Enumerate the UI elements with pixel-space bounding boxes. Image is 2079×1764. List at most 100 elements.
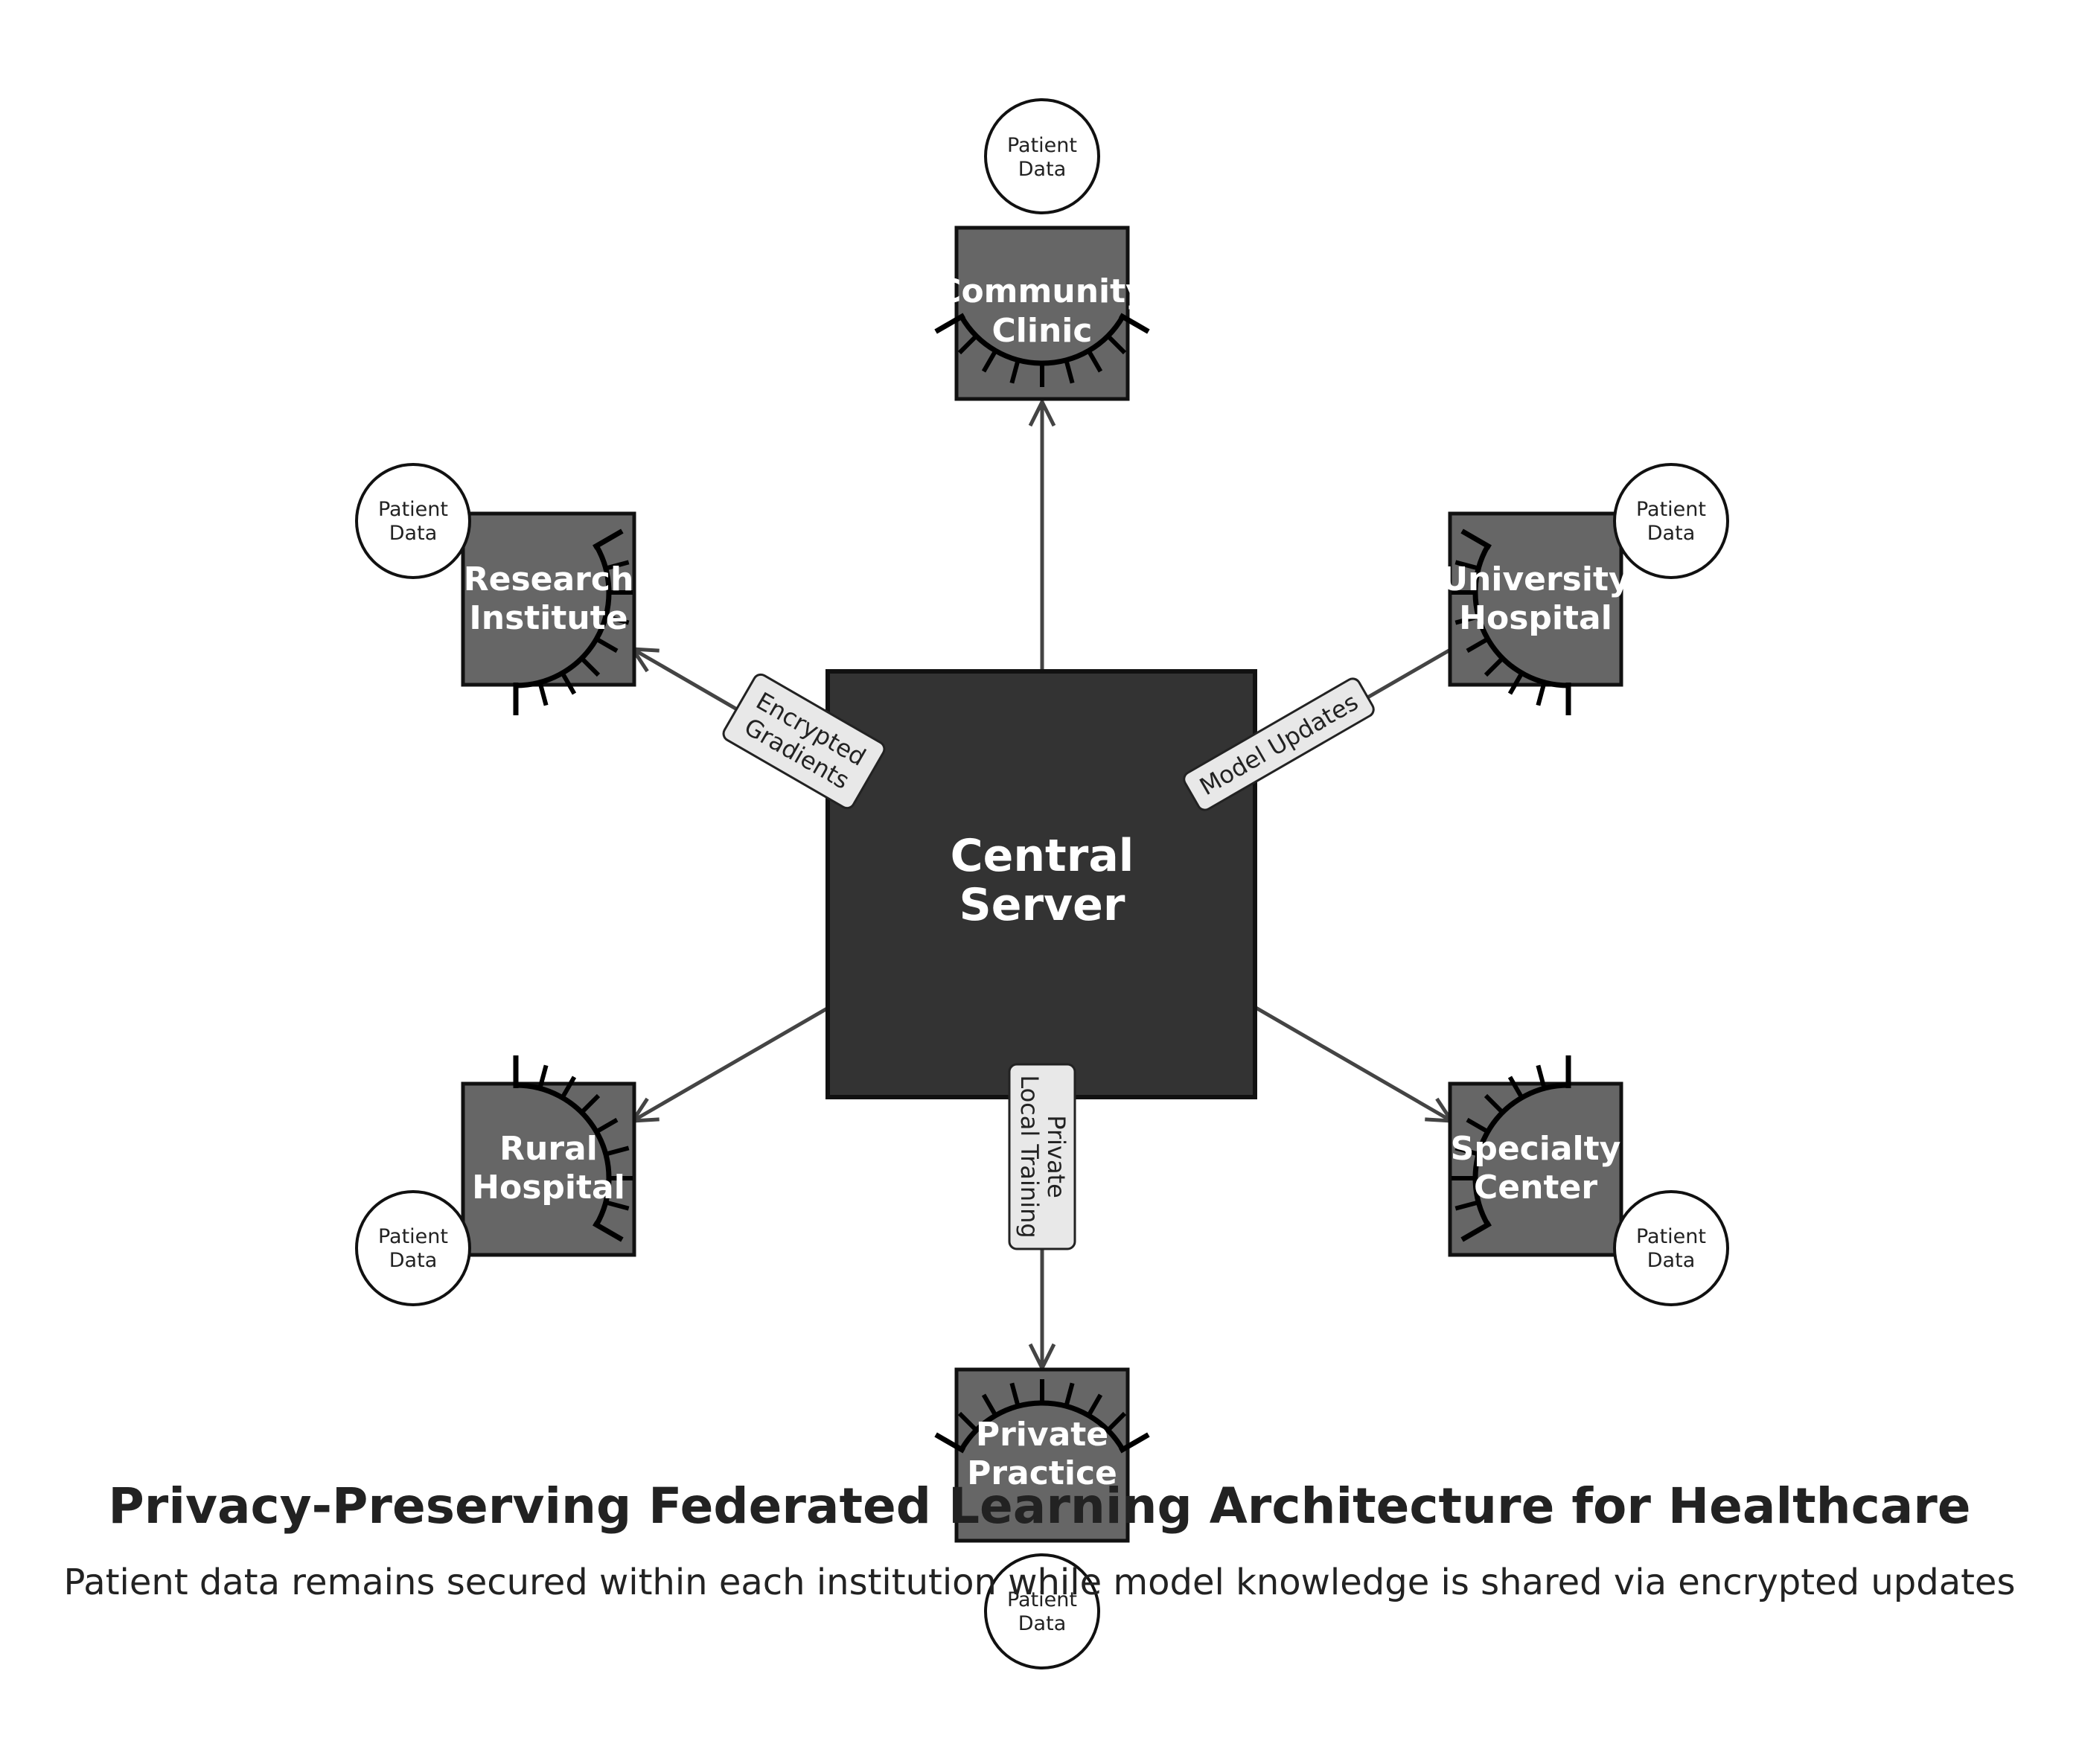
shield-cap (1460, 1221, 1492, 1242)
specialty-center-label-line2: Center (1474, 1169, 1597, 1207)
shield-tick (1064, 359, 1075, 384)
shield-tick (1086, 349, 1103, 373)
research-institute-patient-data (355, 463, 471, 579)
shield-tick (1454, 560, 1480, 571)
shield-tick (957, 1411, 978, 1432)
shield-tick (580, 656, 601, 677)
shield-cap (934, 313, 965, 334)
community-clinic-patient-data-line1: Patient (1007, 134, 1077, 157)
node-rural-hospital: Rural Hospital Patient Data (355, 1055, 636, 1306)
specialty-center-patient-data-line1: Patient (1636, 1225, 1706, 1248)
shield-tick (1106, 1411, 1127, 1432)
rural-hospital-label-line2: Hospital (472, 1169, 625, 1207)
shield-tick (1507, 1076, 1524, 1099)
shield-cap (1460, 528, 1492, 550)
shield-tick (580, 1093, 601, 1114)
shield-tick (1484, 1093, 1504, 1114)
private-local-training-line1: Private (1042, 1115, 1070, 1198)
shield-tick (1466, 1117, 1489, 1134)
node-research-institute: Research Institute Patient Data (355, 463, 636, 715)
specialty-center-patient-data (1613, 1190, 1729, 1306)
shield-tick (560, 671, 577, 695)
model-updates-box (1183, 677, 1375, 811)
rural-hospital-label-line1: Rural (499, 1130, 598, 1168)
shield-tick (957, 334, 978, 355)
shield-tick (1466, 636, 1489, 653)
shield-tick (604, 1200, 630, 1211)
shield-arc-icon (1452, 1055, 1571, 1242)
shield-cap (593, 528, 624, 550)
institution-nodes: Community Clinic Patient Data University… (355, 98, 1729, 1669)
research-institute-label-line2: Institute (469, 599, 627, 637)
shield-tick (1086, 1393, 1103, 1417)
shield-cap (1119, 1432, 1150, 1454)
shield-arc-icon (513, 1055, 633, 1242)
rural-hospital-patient-data-line1: Patient (378, 1225, 448, 1248)
diagram-subtitle: Patient data remains secured within each… (63, 1562, 2016, 1603)
shield-arc (515, 544, 612, 688)
specialty-center-label-line1: Specialty (1451, 1130, 1621, 1168)
shield-tick (595, 1117, 619, 1134)
shield-arc (515, 1082, 612, 1227)
shield-tick (537, 1064, 549, 1090)
private-local-training-line2: Local Training (1015, 1075, 1044, 1238)
shield-cap (593, 1221, 624, 1242)
shield-arc-icon (934, 1379, 1150, 1454)
university-hospital-patient-data-line1: Patient (1636, 498, 1706, 521)
shield-tick (1454, 1145, 1480, 1157)
shield-tick (604, 1145, 630, 1157)
node-specialty-center: Specialty Center Patient Data (1448, 1055, 1729, 1306)
shield-arc-icon (934, 313, 1150, 387)
shield-tick (560, 1076, 577, 1099)
university-hospital-patient-data-line2: Data (1647, 522, 1695, 545)
community-clinic-patient-data-line2: Data (1018, 158, 1066, 181)
specialty-center-box (1448, 1081, 1623, 1257)
private-practice-label-line2: Practice (967, 1454, 1117, 1492)
central-server-label-line1: Central (951, 830, 1134, 882)
diagram-title: Privacy-Preserving Federated Learning Ar… (108, 1477, 1971, 1535)
community-clinic-label-line2: Clinic (992, 312, 1093, 350)
shield-cap (934, 1432, 965, 1454)
shield-cap (1119, 313, 1150, 334)
university-hospital-patient-data (1613, 463, 1729, 579)
shield-tick (1454, 614, 1480, 625)
rural-hospital-patient-data (355, 1190, 471, 1306)
specialty-center-patient-data-line2: Data (1647, 1249, 1695, 1272)
shield-arc (1472, 544, 1569, 688)
university-hospital-label-line2: Hospital (1459, 599, 1612, 637)
shield-tick (1484, 656, 1504, 677)
shield-tick (1536, 681, 1547, 706)
shield-tick (1009, 359, 1021, 384)
private-practice-patient-data-line2: Data (1018, 1612, 1066, 1635)
node-university-hospital: University Hospital Patient Data (1441, 463, 1729, 715)
research-institute-patient-data-line2: Data (389, 522, 437, 545)
shield-tick (537, 681, 549, 706)
shield-tick (595, 636, 619, 653)
shield-arc-icon (1452, 528, 1571, 715)
university-hospital-label-line1: University (1441, 560, 1629, 598)
shield-tick (1106, 334, 1127, 355)
private-local-training-box (1008, 1063, 1076, 1250)
shield-arc (1472, 1082, 1569, 1227)
shield-tick (604, 560, 630, 571)
shield-arc (959, 1400, 1125, 1451)
research-institute-patient-data-line1: Patient (378, 498, 448, 521)
shield-tick (981, 1393, 998, 1417)
central-server: Central Server (825, 669, 1257, 1099)
shield-tick (1536, 1064, 1547, 1090)
rural-hospital-box (461, 1081, 636, 1257)
research-institute-label-line1: Research (464, 560, 634, 598)
label-encrypted-gradients: Encrypted Gradients (722, 673, 886, 810)
rural-hospital-patient-data-line2: Data (389, 1249, 437, 1272)
shield-tick (1009, 1382, 1021, 1407)
node-private-practice: Private Practice Patient Data (934, 1367, 1150, 1669)
shield-tick (981, 349, 998, 373)
node-community-clinic: Community Clinic Patient Data (934, 98, 1150, 401)
shield-tick (1454, 1200, 1480, 1211)
shield-arc-icon (513, 528, 633, 715)
shield-arc (959, 315, 1125, 366)
shield-tick (604, 614, 630, 625)
community-clinic-patient-data (984, 98, 1100, 214)
private-practice-patient-data (984, 1553, 1100, 1669)
